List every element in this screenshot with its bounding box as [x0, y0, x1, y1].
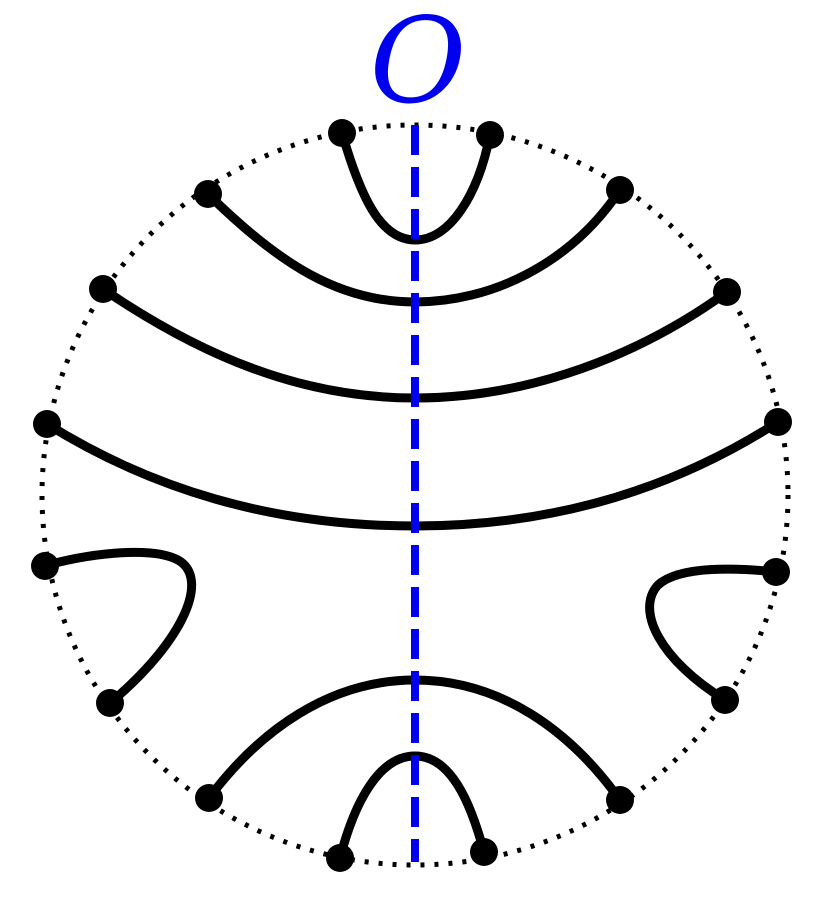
endpoint-dot — [89, 275, 117, 303]
dotted-boundary-circle — [39, 122, 791, 868]
endpoint-dot — [606, 786, 634, 814]
chord-upper-arc — [203, 185, 625, 307]
endpoint-dot — [195, 784, 223, 812]
endpoint-dot — [606, 176, 634, 204]
endpoint-dot — [33, 410, 61, 438]
endpoint-dot — [764, 408, 792, 436]
chord-top-cap — [337, 128, 495, 245]
endpoint-dot — [476, 121, 504, 149]
chord-left-loop — [40, 547, 197, 708]
endpoint-dot — [470, 838, 498, 866]
endpoint-dot — [713, 278, 741, 306]
endpoint-dot — [326, 844, 354, 872]
endpoint-dot — [31, 552, 59, 580]
chords — [40, 128, 783, 863]
axis-label: O — [370, 0, 467, 130]
chord-right-loop — [645, 564, 781, 705]
endpoint-dot — [328, 119, 356, 147]
endpoints — [31, 119, 792, 872]
endpoint-dot — [96, 689, 124, 717]
endpoint-dot — [762, 558, 790, 586]
endpoint-dot — [194, 180, 222, 208]
endpoint-dot — [711, 686, 739, 714]
